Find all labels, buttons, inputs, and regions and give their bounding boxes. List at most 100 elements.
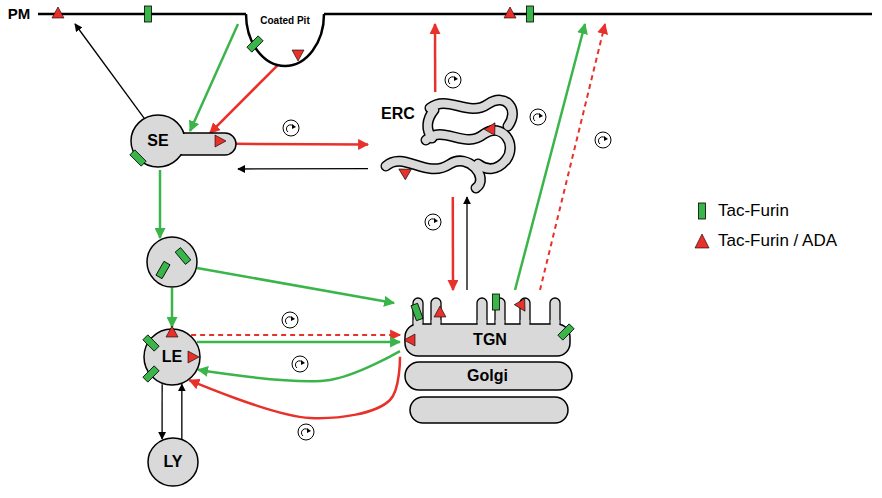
- tac-furin-marker: [143, 335, 159, 351]
- vesicle: [282, 312, 298, 328]
- vesicle: [292, 356, 308, 372]
- node-label: ERC: [374, 102, 422, 126]
- recycling-compartment: ERC: [368, 92, 528, 197]
- tubule-outline: [428, 110, 434, 138]
- transport-arrow: [238, 168, 368, 170]
- transport-arrow: [515, 24, 585, 290]
- cargo-mark: [292, 124, 296, 129]
- joint-fill: [478, 320, 487, 326]
- joint-fill: [414, 320, 423, 326]
- transport-arrow: [197, 341, 400, 344]
- golgi-cisterna: [410, 397, 568, 423]
- node-label: Golgi: [405, 362, 570, 390]
- transport-arrow: [466, 197, 467, 290]
- legend: Tac-FurinTac-Furin / ADA: [694, 196, 837, 256]
- tac-furin-ada-marker: [166, 326, 178, 337]
- vesicle-outline: [282, 312, 298, 328]
- node-label: Coated Pit: [260, 7, 310, 33]
- cisterna: [405, 362, 572, 390]
- cargo-mark: [454, 76, 458, 81]
- cargo-mark: [539, 113, 543, 118]
- joint-fill: [432, 320, 441, 326]
- tac-furin-ada-marker: [188, 351, 199, 363]
- tac-furin-marker: [175, 248, 191, 265]
- golgi-cisterna: Golgi: [405, 362, 572, 390]
- node-label: TGN: [455, 326, 525, 354]
- cargo-mark: [604, 136, 608, 141]
- tubule-outline: [478, 160, 506, 169]
- node-label: LE: [152, 345, 192, 369]
- label-text: ERC: [381, 105, 415, 123]
- joint-fill: [496, 320, 505, 326]
- vesicle: [283, 120, 299, 136]
- legend-sample: [695, 234, 709, 248]
- tac-furin-marker: [558, 324, 574, 340]
- transport-arrow: [198, 351, 400, 381]
- transport-arrow: [197, 268, 394, 303]
- transport-arrow: [452, 197, 455, 290]
- vesicle-outline: [298, 424, 314, 440]
- tac-furin-ada-marker: [504, 7, 516, 18]
- cargo-mark: [301, 429, 309, 436]
- tac-furin-ada-marker: [514, 299, 530, 315]
- cargo-mark: [295, 361, 303, 368]
- tubule-outline: [430, 100, 512, 126]
- sorting-endosome: SE: [130, 113, 238, 169]
- transport-arrow: [75, 24, 144, 119]
- transport-arrow: [159, 170, 162, 238]
- tubule-fill: [430, 100, 512, 126]
- transport-arrow: [171, 288, 174, 327]
- tac-furin-marker: [143, 366, 159, 382]
- tac-furin-ada-marker: [404, 334, 415, 346]
- cargo-mark: [448, 77, 456, 84]
- cargo-mark: [434, 218, 438, 223]
- label-text: SE: [147, 132, 168, 150]
- vesicle-outline: [595, 132, 611, 148]
- trans-golgi-network-shape: [400, 290, 575, 358]
- organelle-circle: [148, 438, 198, 486]
- transport-arrow: [434, 24, 437, 92]
- vesicle-outline: [425, 214, 441, 230]
- tubule-fill: [386, 161, 480, 188]
- coated-pit-shape: [246, 4, 324, 68]
- cargo-mark: [286, 125, 294, 132]
- tac-furin-marker: [493, 294, 500, 310]
- trans-golgi-network: TGN: [400, 290, 575, 358]
- transport-arrow: [235, 143, 368, 146]
- legend-swatch: [694, 201, 710, 221]
- transport-arrow: [210, 65, 278, 133]
- transport-arrow: [161, 384, 162, 439]
- label-text: LE: [162, 348, 182, 366]
- tac-furin-ada-marker: [215, 135, 226, 147]
- tac-furin-marker: [527, 6, 534, 22]
- organelle-circle: [144, 329, 200, 385]
- transport-arrow: [540, 24, 605, 290]
- tubule-fill: [478, 160, 506, 169]
- tac-furin-marker: [411, 303, 423, 320]
- transport-arrow: [181, 384, 182, 439]
- joint-fill: [551, 320, 560, 326]
- legend-text: Tac-Furin / ADA: [718, 231, 837, 251]
- vesicle-outline: [292, 356, 308, 372]
- tac-furin-ada-marker: [52, 7, 64, 18]
- node-label: SE: [136, 127, 180, 155]
- label-text: Golgi: [467, 367, 508, 385]
- cargo-mark: [428, 219, 436, 226]
- tubule-outline: [426, 131, 510, 160]
- legend-swatch: [694, 231, 710, 251]
- vesicle-outline: [530, 109, 546, 125]
- label-text: PM: [8, 5, 31, 22]
- vesicle: [425, 214, 441, 230]
- tac-furin-marker: [145, 6, 152, 22]
- vesicle-outline: [283, 120, 299, 136]
- cargo-mark: [291, 316, 295, 321]
- sorting-endosome-shape: [130, 113, 238, 169]
- cargo-mark: [598, 137, 606, 144]
- cargo-mark: [285, 317, 293, 324]
- tac-furin-ada-marker: [396, 164, 412, 180]
- legend-row: Tac-Furin: [694, 196, 837, 226]
- vesicle: [595, 132, 611, 148]
- tac-furin-marker: [247, 36, 263, 52]
- tgn-body: [405, 324, 570, 356]
- transport-arrow: [191, 334, 400, 336]
